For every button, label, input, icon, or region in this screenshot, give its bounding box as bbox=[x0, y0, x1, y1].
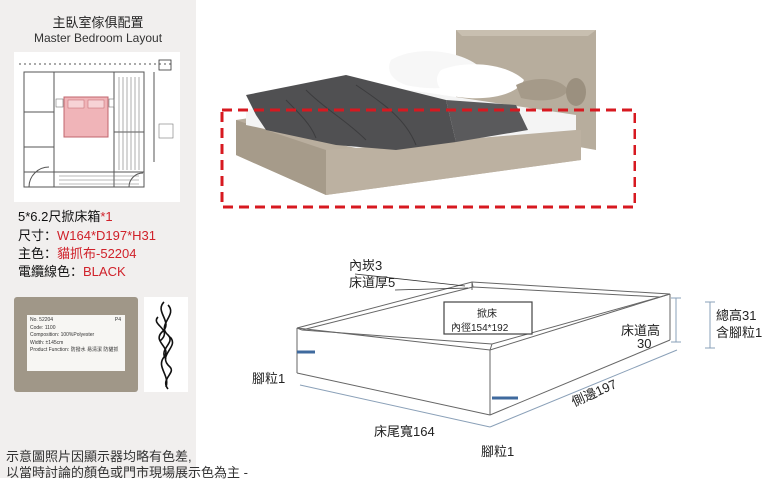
floor-plan-image bbox=[14, 52, 180, 202]
label-end-width: 床尾寬164 bbox=[374, 424, 435, 439]
swatch-function: Product Function: 防撥水 易清潔 防貓抓 bbox=[30, 347, 119, 353]
footnote-line-1: 示意圖照片因顯示器均略有色差, bbox=[6, 449, 192, 464]
label-rail-height: 床道高 bbox=[621, 323, 661, 338]
layout-title-en: Master Bedroom Layout bbox=[33, 31, 163, 45]
footnote-line-2: 以當時討論的顏色或門市現場展示色為主 - bbox=[6, 465, 248, 480]
spec-line-product: 5*6.2尺掀床箱*1 bbox=[18, 206, 113, 225]
swatch-width: Width: ±145cm bbox=[30, 339, 64, 346]
label-rail-thickness: 床道厚5 bbox=[349, 275, 396, 290]
swatch-code: Code: 1100 bbox=[30, 324, 56, 331]
swatch-number: No. 52204 bbox=[30, 317, 54, 323]
label-rail-height-value: 30 bbox=[637, 336, 652, 351]
spec-product-qty: *1 bbox=[100, 209, 113, 224]
label-inner-recess: 內崁3 bbox=[349, 258, 383, 273]
spec-product-name: 5*6.2尺掀床箱 bbox=[18, 209, 101, 224]
spec-cable-label: 電纜線色： bbox=[18, 264, 84, 279]
label-foot-bottom: 腳粒1 bbox=[481, 444, 515, 459]
fabric-swatch-label: No. 52204 P4 Code: 1100 Composition: 100… bbox=[27, 315, 125, 371]
spec-line-size: 尺寸：W164*D197*H31 bbox=[18, 225, 156, 244]
spec-size-value: W164*D197*H31 bbox=[57, 228, 157, 243]
swatch-composition: Composition: 100%Polyester bbox=[30, 332, 95, 338]
left-panel: 主臥室傢俱配置 Master Bedroom Layout bbox=[0, 0, 196, 478]
label-incl-feet: 含腳粒1 bbox=[716, 325, 763, 340]
label-total-height: 總高31 bbox=[716, 308, 757, 323]
spec-cable-value: BLACK bbox=[83, 264, 126, 279]
black-cable-image bbox=[144, 297, 188, 392]
swatch-page: P4 bbox=[114, 317, 121, 323]
fabric-swatch-image: No. 52204 P4 Code: 1100 Composition: 100… bbox=[14, 297, 138, 392]
spec-color-value: 貓抓布-52204 bbox=[57, 246, 137, 261]
spec-line-color: 主色：貓抓布-52204 bbox=[18, 243, 137, 262]
label-inner-title: 掀床 bbox=[477, 309, 497, 320]
spec-size-label: 尺寸： bbox=[18, 228, 58, 243]
layout-title-zh: 主臥室傢俱配置 bbox=[52, 15, 144, 30]
dimension-diagram bbox=[296, 273, 715, 428]
bed-photo bbox=[220, 30, 636, 209]
spec-color-label: 主色： bbox=[18, 246, 58, 261]
label-inner-size: 內徑154*192 bbox=[451, 323, 509, 334]
label-foot-left: 腳粒1 bbox=[252, 371, 286, 386]
spec-line-cable: 電纜線色：BLACK bbox=[18, 261, 126, 280]
